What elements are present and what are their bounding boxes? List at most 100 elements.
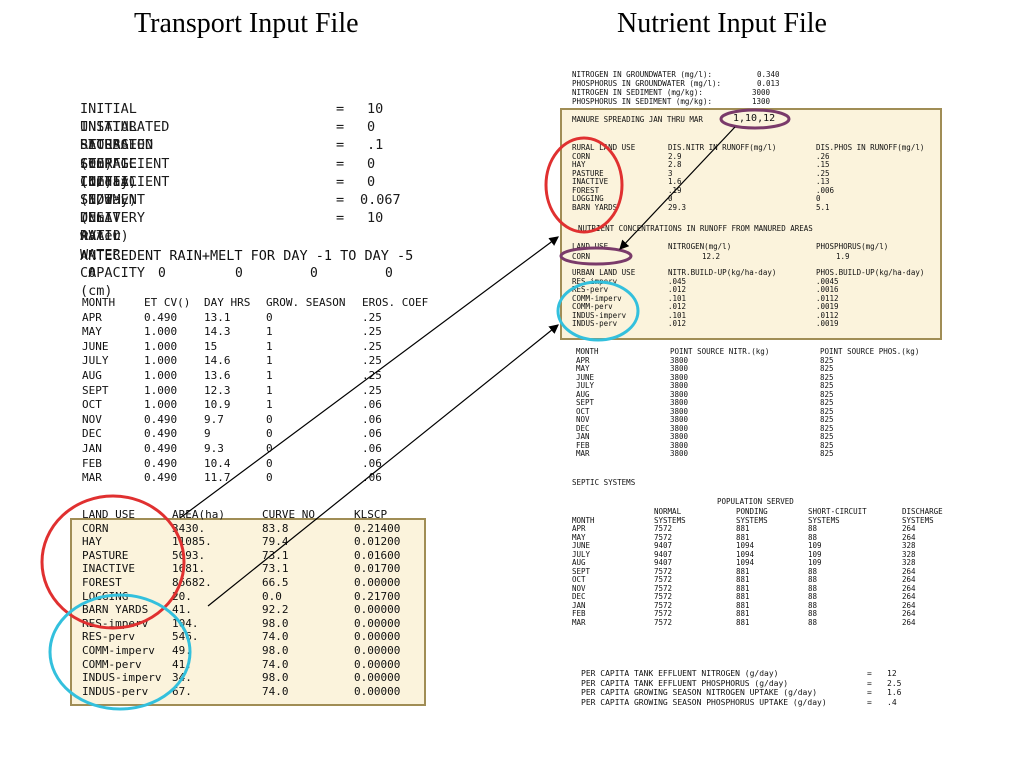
table-cell: 13.6 (204, 368, 231, 382)
table-cell: 98.0 (262, 616, 289, 630)
table-cell: 881 (736, 524, 750, 533)
table-cell: BARN YARDS (572, 202, 618, 212)
table-cell: 7572 (654, 575, 673, 584)
table-cell: .101 (668, 310, 687, 320)
column-header: DIS.NITR IN RUNOFF(mg/l) (668, 143, 777, 152)
table-cell: 14.6 (204, 354, 231, 368)
table-cell: 881 (736, 532, 750, 542)
table-cell: 3800 (670, 449, 689, 458)
table-cell: 0.0 (262, 589, 282, 603)
table-cell: 73.1 (262, 562, 289, 576)
table-cell: AUG (82, 368, 102, 382)
per-capita-eq: = (867, 669, 872, 678)
table-cell: DEC (82, 427, 102, 441)
table-cell: COMM-imperv (82, 643, 155, 657)
table-cell: .0112 (816, 310, 839, 320)
table-cell: 328 (902, 558, 916, 567)
table-cell: 3800 (670, 398, 689, 407)
column-header: ET CV() (144, 296, 191, 309)
table-cell: 0.00000 (354, 630, 401, 644)
table-cell: 74.0 (262, 684, 289, 698)
table-cell: 0.490 (144, 471, 178, 485)
table-cell: .0045 (816, 276, 839, 286)
table-cell: 328 (902, 541, 916, 550)
table-cell: PASTURE (82, 548, 129, 562)
table-cell: SEPT (82, 383, 109, 397)
table-cell: .15 (816, 160, 830, 169)
table-cell: FEB (82, 456, 102, 470)
table-cell: 0 (266, 427, 273, 441)
table-cell: 13.1 (204, 310, 231, 324)
per-capita-value: 1.6 (887, 688, 902, 697)
table-cell: .06 (362, 398, 382, 412)
table-cell: DEC (576, 423, 590, 433)
table-cell: 825 (820, 449, 834, 458)
table-cell: 7572 (654, 532, 673, 542)
per-capita-label: PER CAPITA GROWING SEASON PHOSPHORUS UPT… (581, 697, 827, 707)
per-capita-eq: = (867, 697, 872, 707)
table-cell: 825 (820, 415, 834, 424)
table-cell: NOV (572, 583, 586, 593)
table-cell: INACTIVE (82, 562, 135, 576)
table-cell: LOGGING (82, 589, 129, 603)
table-cell: HAY (82, 535, 102, 549)
table-cell: 66.5 (262, 575, 289, 589)
table-cell: .06 (362, 427, 382, 441)
column-header: MONTH (576, 347, 599, 356)
table-cell: JULY (576, 381, 595, 390)
table-cell: 9407 (654, 549, 673, 559)
table-cell: 0.490 (144, 310, 178, 324)
table-cell: 5093. (172, 548, 206, 562)
table-cell: .012 (668, 319, 687, 328)
table-cell: 881 (736, 609, 750, 618)
table-cell: 0 (266, 471, 273, 485)
table-cell: 0.00000 (354, 616, 401, 630)
table-cell: 264 (902, 566, 916, 576)
per-capita-label: PER CAPITA TANK EFFLUENT PHOSPHORUS (g/d… (581, 678, 789, 688)
table-cell: SEPT (572, 566, 591, 576)
column-header: EROS. COEF (362, 296, 429, 309)
table-cell: .0112 (816, 293, 839, 303)
table-cell: FEB (572, 609, 586, 618)
table-cell: 0.490 (144, 441, 178, 455)
table-cell: 7572 (654, 600, 673, 610)
table-cell: 0.21700 (354, 589, 401, 603)
table-cell: 0 (816, 194, 821, 203)
table-cell: 825 (820, 406, 834, 416)
table-cell: 7572 (654, 566, 673, 576)
table-cell: 328 (902, 549, 916, 559)
table-cell: 1 (266, 383, 273, 397)
table-cell: 1 (266, 368, 273, 382)
table-cell: 1094 (736, 558, 755, 567)
table-cell: 98.0 (262, 643, 289, 657)
column-header: NORMAL (654, 507, 682, 516)
column-header: PONDING (736, 507, 768, 516)
table-cell: 1094 (736, 549, 755, 559)
column-header: SYSTEMS (654, 515, 686, 525)
per-capita-eq: = (867, 678, 872, 688)
per-capita-value: 2.5 (887, 678, 902, 688)
table-cell: 88 (808, 617, 818, 627)
table-cell: 0.490 (144, 427, 178, 441)
per-capita-eq: = (867, 688, 872, 697)
table-cell: 1.000 (144, 383, 178, 397)
table-cell: 3800 (670, 355, 689, 365)
table-cell: 86682. (172, 575, 212, 589)
table-cell: JULY (572, 549, 591, 559)
table-cell: 825 (820, 389, 834, 399)
table-cell: 9 (204, 427, 211, 441)
table-cell: FOREST (82, 575, 122, 589)
table-cell: 49. (172, 643, 192, 657)
table-cell: 825 (820, 364, 834, 373)
table-cell: 1 (266, 354, 273, 368)
column-header: SYSTEMS (902, 515, 934, 525)
table-cell: 3800 (670, 432, 689, 441)
table-cell: 825 (820, 423, 834, 433)
table-cell: .101 (668, 293, 687, 303)
table-cell: .25 (362, 339, 382, 353)
table-cell: 3800 (670, 372, 689, 382)
table-cell: 0.00000 (354, 603, 401, 617)
table-cell: 1094 (736, 541, 755, 550)
table-cell: 109 (808, 541, 822, 550)
table-cell: 1 (266, 339, 273, 353)
